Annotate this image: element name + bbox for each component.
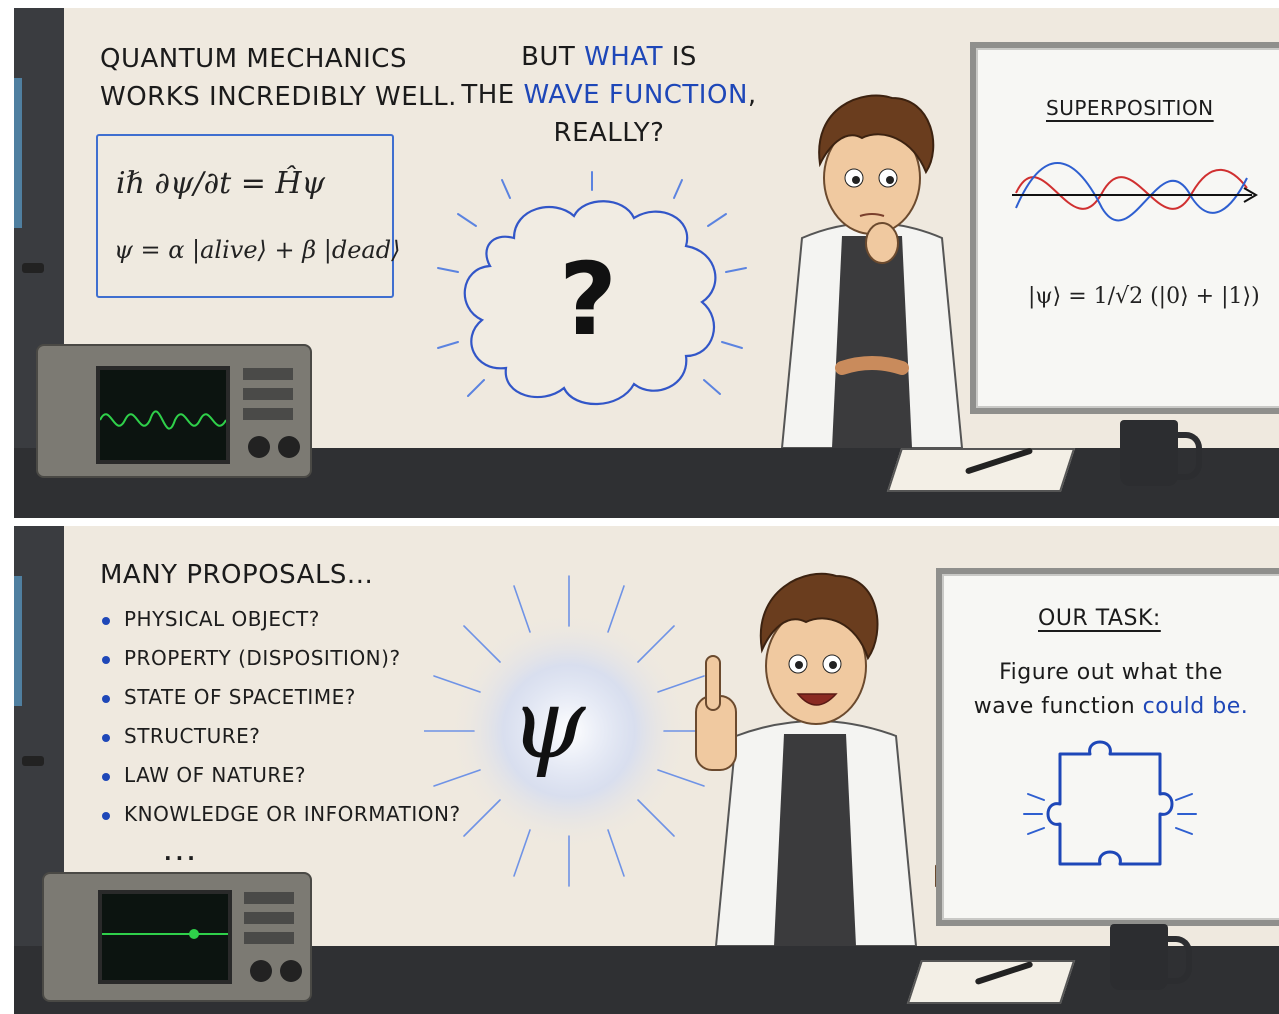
question-line-1-pre: BUT xyxy=(521,42,585,72)
whiteboard-superposition: SUPERPOSITION |ψ⟩ = 1/√2 (|0⟩ + |1⟩) xyxy=(970,42,1279,414)
list-item: PROPERTY (DISPOSITION)? xyxy=(102,639,461,678)
oscilloscope-knob xyxy=(248,436,270,458)
bullet-icon xyxy=(102,811,110,820)
scientist-pointing xyxy=(695,572,1006,946)
door-window xyxy=(14,576,22,706)
oscilloscope-knob xyxy=(250,960,272,982)
list-item: STATE OF SPACETIME? xyxy=(102,678,461,717)
oscilloscope-trace xyxy=(99,410,227,430)
puzzle-piece-icon xyxy=(1023,740,1197,866)
question-line-1-post: IS xyxy=(663,42,697,72)
coffee-mug xyxy=(1120,420,1178,486)
psi-symbol: ψ xyxy=(510,668,586,780)
list-item: STRUCTURE? xyxy=(102,717,461,756)
bullet-icon xyxy=(102,616,110,625)
list-item: LAW OF NATURE? xyxy=(102,756,461,795)
proposals-heading: MANY PROPOSALS... xyxy=(100,560,374,590)
scientist-thinking xyxy=(780,94,964,449)
oscilloscope xyxy=(42,872,312,1002)
proposal-label: STRUCTURE? xyxy=(124,724,261,748)
door-handle xyxy=(22,263,44,273)
question-mark-symbol: ? xyxy=(559,241,618,358)
door-window xyxy=(14,78,22,228)
comic-panel-1: QUANTUM MECHANICS WORKS INCREDIBLY WELL.… xyxy=(14,8,1279,518)
intro-text-line-1: QUANTUM MECHANICS xyxy=(100,44,407,74)
notebook xyxy=(906,960,1076,1004)
oscilloscope-knob xyxy=(280,960,302,982)
intro-text-line-2: WORKS INCREDIBLY WELL. xyxy=(100,82,457,112)
question-line-2-post: , xyxy=(747,80,757,110)
list-item: KNOWLEDGE OR INFORMATION? xyxy=(102,795,461,834)
task-title: OUR TASK: xyxy=(1038,606,1161,631)
proposal-label: STATE OF SPACETIME? xyxy=(124,685,356,709)
task-line-2-pre: wave function xyxy=(973,694,1143,719)
whiteboard-title: SUPERPOSITION xyxy=(1046,96,1214,120)
bullet-icon xyxy=(102,694,110,703)
question-text: BUT WHAT IS THE WAVE FUNCTION, REALLY? xyxy=(444,38,774,152)
task-line-1: Figure out what the xyxy=(999,660,1223,685)
question-line-2-pre: THE xyxy=(461,80,524,110)
proposals-list: PHYSICAL OBJECT? PROPERTY (DISPOSITION)?… xyxy=(102,600,461,873)
list-ellipsis: ... xyxy=(164,841,199,865)
intro-text: QUANTUM MECHANICS WORKS INCREDIBLY WELL. xyxy=(100,40,457,116)
schrodinger-equation: iℏ ∂ψ/∂t = Ĥψ xyxy=(116,166,326,201)
oscilloscope-screen xyxy=(98,890,232,984)
coffee-mug-handle xyxy=(1162,936,1192,984)
oscilloscope-trace xyxy=(102,929,228,939)
cat-state-equation: ψ = α |alive⟩ + β |dead⟩ xyxy=(114,236,401,264)
whiteboard-task: OUR TASK: Figure out what the wave funct… xyxy=(936,568,1279,926)
proposal-label: PHYSICAL OBJECT? xyxy=(124,607,320,631)
oscilloscope-screen xyxy=(96,366,230,464)
bullet-icon xyxy=(102,772,110,781)
equation-box: iℏ ∂ψ/∂t = Ĥψ ψ = α |alive⟩ + β |dead⟩ xyxy=(96,134,400,298)
proposal-label: LAW OF NATURE? xyxy=(124,763,307,787)
door-handle xyxy=(22,756,44,766)
coffee-mug xyxy=(1110,924,1168,990)
task-description: Figure out what the wave function could … xyxy=(956,656,1266,724)
superposition-waves xyxy=(1012,162,1258,222)
oscilloscope-buttons xyxy=(244,892,294,952)
task-highlight-could-be: could be. xyxy=(1142,694,1249,719)
question-highlight-what: WHAT xyxy=(584,42,663,72)
thought-cloud xyxy=(437,171,747,406)
comic-panel-2: MANY PROPOSALS... PHYSICAL OBJECT? PROPE… xyxy=(14,526,1279,1014)
bullet-icon xyxy=(102,655,110,664)
oscilloscope-knob xyxy=(278,436,300,458)
oscilloscope-buttons xyxy=(243,368,293,428)
question-line-1: BUT WHAT IS xyxy=(444,38,774,76)
superposition-equation: |ψ⟩ = 1/√2 (|0⟩ + |1⟩) xyxy=(1028,284,1260,309)
coffee-mug-handle xyxy=(1172,432,1202,480)
bullet-icon xyxy=(102,733,110,742)
oscilloscope xyxy=(36,344,312,478)
task-line-2: wave function could be. xyxy=(956,690,1266,724)
question-line-2: THE WAVE FUNCTION, xyxy=(444,76,774,114)
proposal-label: PROPERTY (DISPOSITION)? xyxy=(124,646,401,670)
psi-glow-burst xyxy=(424,575,714,887)
proposal-label: KNOWLEDGE OR INFORMATION? xyxy=(124,802,461,826)
list-item: PHYSICAL OBJECT? xyxy=(102,600,461,639)
question-highlight-wave-function: WAVE FUNCTION xyxy=(523,80,748,110)
question-line-3: REALLY? xyxy=(553,118,665,148)
